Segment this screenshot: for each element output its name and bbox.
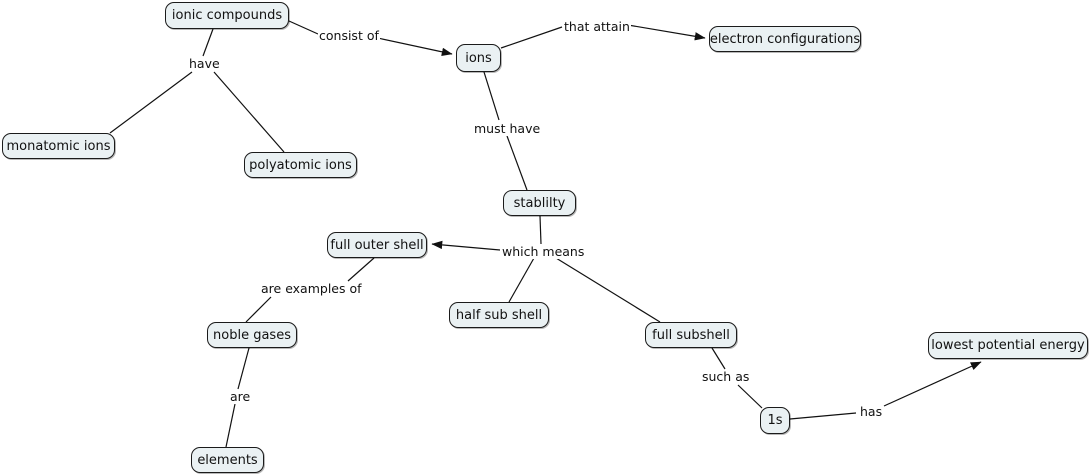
node-label: polyatomic ions (249, 157, 352, 173)
edge-1s-to-has (789, 412, 857, 420)
node-label: ions (465, 50, 492, 66)
node-full-outer-shell[interactable]: full outer shell (327, 232, 427, 258)
node-monatomic-ions[interactable]: monatomic ions (2, 133, 115, 159)
edge-ionic-compounds-to-consist-of (288, 20, 319, 35)
link-label-are: are (229, 389, 252, 404)
node-noble-gases[interactable]: noble gases (207, 322, 297, 348)
edge-which-means-to-full-outer-shell (431, 240, 501, 251)
edge-consist-of-to-ions (372, 36, 453, 56)
node-label: full outer shell (330, 237, 424, 253)
link-label-that-attain: that attain (563, 19, 631, 34)
node-elements[interactable]: elements (191, 447, 264, 473)
node-label: noble gases (213, 327, 291, 343)
edge-full-outer-shell-to-are-examples-of (347, 257, 375, 282)
node-label: ionic compounds (171, 8, 283, 23)
edge-such-as-to-1s (737, 384, 763, 409)
node-electron-configurations[interactable]: electron configurations (709, 26, 861, 52)
edge-are-examples-of-to-noble-gases (245, 296, 272, 323)
link-label-have: have (188, 56, 221, 71)
edge-that-attain-to-electron-configurations (621, 23, 706, 41)
node-full-subshell[interactable]: full subshell (645, 322, 737, 348)
node-label: half sub shell (455, 307, 543, 323)
node-stablilty[interactable]: stablilty (503, 190, 576, 216)
node-label: lowest potential energy (931, 338, 1085, 353)
edge-ionic-compounds-to-have (202, 28, 214, 57)
node-half-sub-shell[interactable]: half sub shell (449, 302, 549, 328)
node-label: full subshell (652, 327, 730, 343)
link-label-are-examples-of: are examples of (260, 281, 363, 296)
edge-which-means-to-half-sub-shell (508, 257, 535, 303)
edge-ions-to-must-have (483, 71, 500, 121)
edge-full-subshell-to-such-as (711, 347, 726, 370)
edge-must-have-to-stablilty (506, 135, 528, 191)
edge-noble-gases-to-are (237, 347, 250, 390)
edge-ions-to-that-attain (500, 26, 563, 49)
node-ionic-compounds[interactable]: ionic compounds (165, 2, 289, 29)
link-label-has: has (859, 404, 884, 419)
node-label: 1s (767, 413, 783, 428)
edge-have-to-monatomic-ions (109, 71, 193, 134)
node-label: elements (197, 452, 258, 468)
edge-which-means-to-full-subshell (555, 257, 661, 323)
node-lowest-potential-energy[interactable]: lowest potential energy (928, 332, 1088, 359)
edge-are-to-elements (225, 403, 236, 448)
link-label-consist-of: consist of (318, 28, 380, 43)
link-label-such-as: such as (701, 369, 751, 384)
node-label: stablilty (513, 195, 566, 211)
edge-have-to-polyatomic-ions (213, 71, 285, 153)
edge-has-to-lowest-potential-energy (883, 361, 982, 407)
node-ions[interactable]: ions (456, 44, 501, 72)
node-label: electron configurations (709, 31, 861, 47)
node-1s[interactable]: 1s (760, 407, 790, 434)
node-label: monatomic ions (6, 138, 111, 154)
node-polyatomic-ions[interactable]: polyatomic ions (244, 152, 357, 178)
link-label-must-have: must have (473, 121, 542, 136)
link-label-which-means: which means (501, 244, 586, 259)
edge-stablilty-to-which-means (539, 215, 542, 245)
